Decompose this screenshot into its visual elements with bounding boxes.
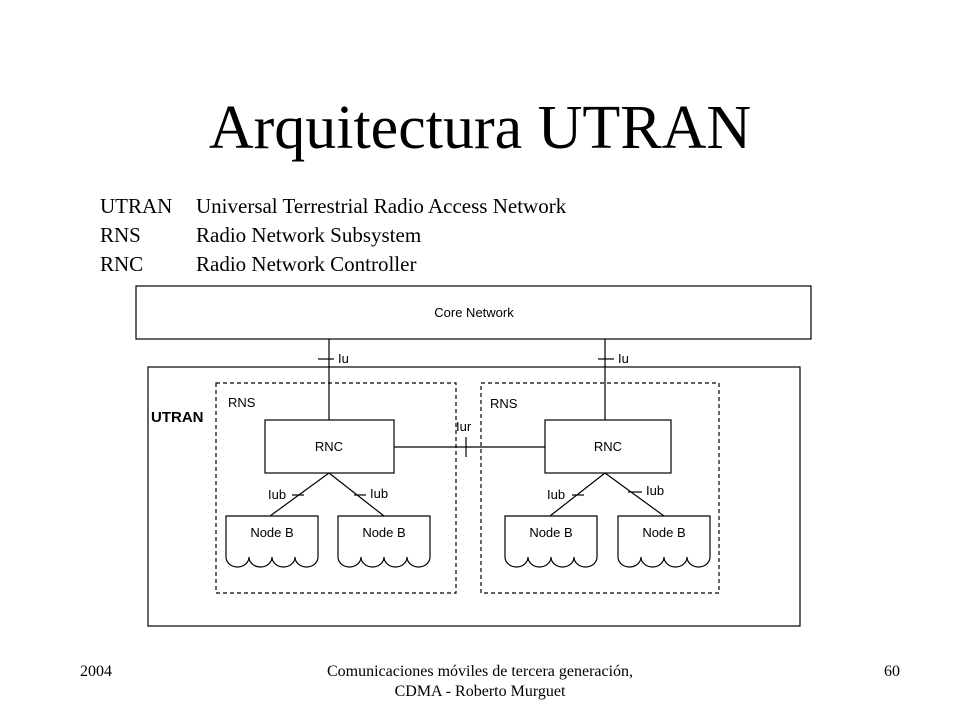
definition-full: Universal Terrestrial Radio Access Netwo… (196, 194, 567, 218)
definition-abbr: RNC (100, 252, 144, 276)
utran-label: UTRAN (151, 409, 204, 426)
node-b-3 (504, 515, 598, 568)
core-network-box (135, 285, 812, 340)
definition-abbr: UTRAN (100, 194, 173, 218)
definitions-list: UTRAN Universal Terrestrial Radio Access… (100, 192, 566, 279)
rns-label-left: RNS (228, 395, 256, 410)
iub-label-left-1: Iub (268, 487, 286, 502)
rnc-label-left: RNC (315, 439, 343, 454)
definition-full: Radio Network Controller (196, 252, 417, 276)
rns-label-right: RNS (490, 396, 518, 411)
node-b-label-1: Node B (250, 525, 293, 540)
iub-label-left-2: Iub (370, 486, 388, 501)
node-b-2 (337, 515, 431, 568)
iub-label-right-1: Iub (547, 487, 565, 502)
iur-label: Iur (456, 419, 472, 434)
definition-row-rns: RNS Radio Network Subsystem (100, 221, 566, 250)
iu-label-right: Iu (618, 351, 629, 366)
iub-link-right-2 (604, 472, 665, 517)
definition-row-utran: UTRAN Universal Terrestrial Radio Access… (100, 192, 566, 221)
iu-label-left: Iu (338, 351, 349, 366)
node-b-label-4: Node B (642, 525, 685, 540)
node-b-label-3: Node B (529, 525, 572, 540)
node-b-4 (617, 515, 711, 568)
footer-page-number: 60 (884, 663, 900, 680)
definition-row-rnc: RNC Radio Network Controller (100, 250, 566, 279)
rns-box-right (480, 382, 720, 594)
node-b-label-2: Node B (362, 525, 405, 540)
definition-abbr: RNS (100, 223, 141, 247)
node-b-1 (225, 515, 319, 568)
core-network-label: Core Network (434, 305, 514, 320)
definition-full: Radio Network Subsystem (196, 223, 422, 247)
footer-course: Comunicaciones móviles de tercera genera… (326, 663, 634, 700)
iub-label-right-2: Iub (646, 483, 664, 498)
rnc-label-right: RNC (594, 439, 622, 454)
utran-box (147, 366, 801, 627)
rns-box-left (215, 382, 457, 594)
footer-year: 2004 (80, 663, 112, 680)
slide-title: Arquitectura UTRAN (208, 94, 752, 162)
